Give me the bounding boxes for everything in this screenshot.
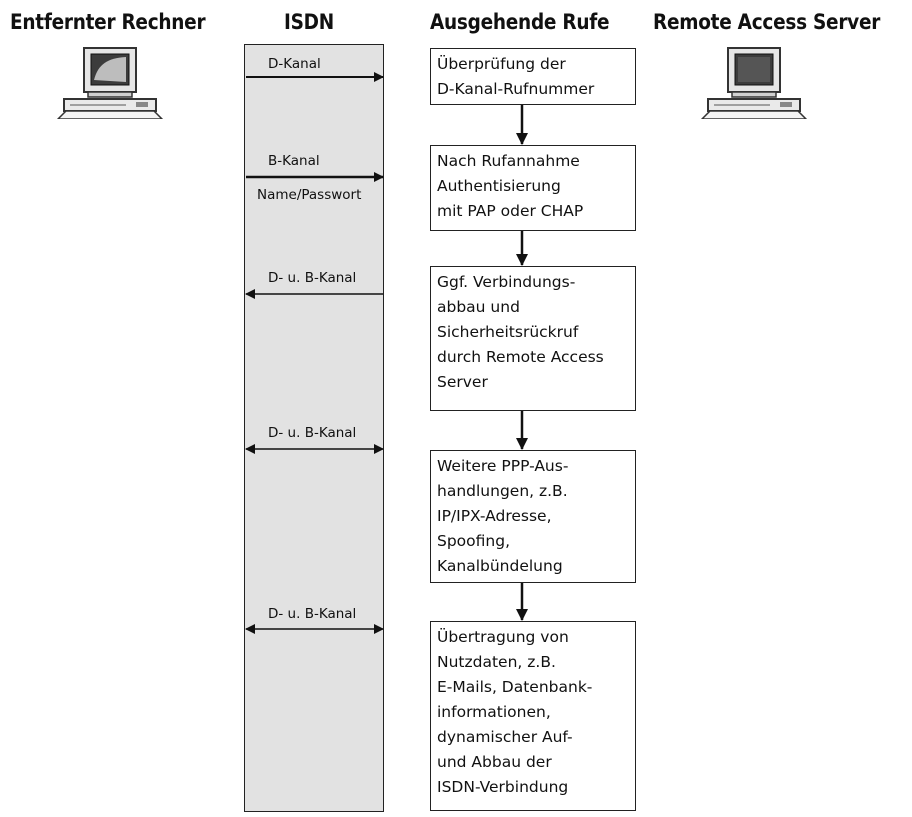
header-remote-computer: Entfernter Rechner <box>10 10 206 34</box>
channel-label-d: D-Kanal <box>268 56 321 72</box>
header-isdn: ISDN <box>284 10 334 34</box>
channel-label-db-3: D- u. B-Kanal <box>268 606 357 622</box>
step-box-callback: Ggf. Verbindungs- abbau und Sicherheitsr… <box>430 266 636 411</box>
step-box-authentication: Nach Rufannahme Authentisierung mit PAP … <box>430 145 636 231</box>
header-remote-access-server: Remote Access Server <box>653 10 881 34</box>
isdn-column <box>244 44 384 812</box>
channel-label-b: B-Kanal <box>268 153 320 169</box>
channel-label-db-1: D- u. B-Kanal <box>268 270 357 286</box>
step-box-ppp-negotiation: Weitere PPP-Aus- handlungen, z.B. IP/IPX… <box>430 450 636 583</box>
step-box-data-transfer: Übertragung von Nutzdaten, z.B. E-Mails,… <box>430 621 636 811</box>
step-box-check-number: Überprüfung der D-Kanal-Rufnummer <box>430 48 636 105</box>
channel-label-db-2: D- u. B-Kanal <box>268 425 357 441</box>
remote-computer-icon <box>56 47 164 119</box>
header-outgoing-calls: Ausgehende Rufe <box>430 10 610 34</box>
server-computer-icon <box>700 47 808 119</box>
channel-sublabel-name-password: Name/Passwort <box>257 187 362 203</box>
